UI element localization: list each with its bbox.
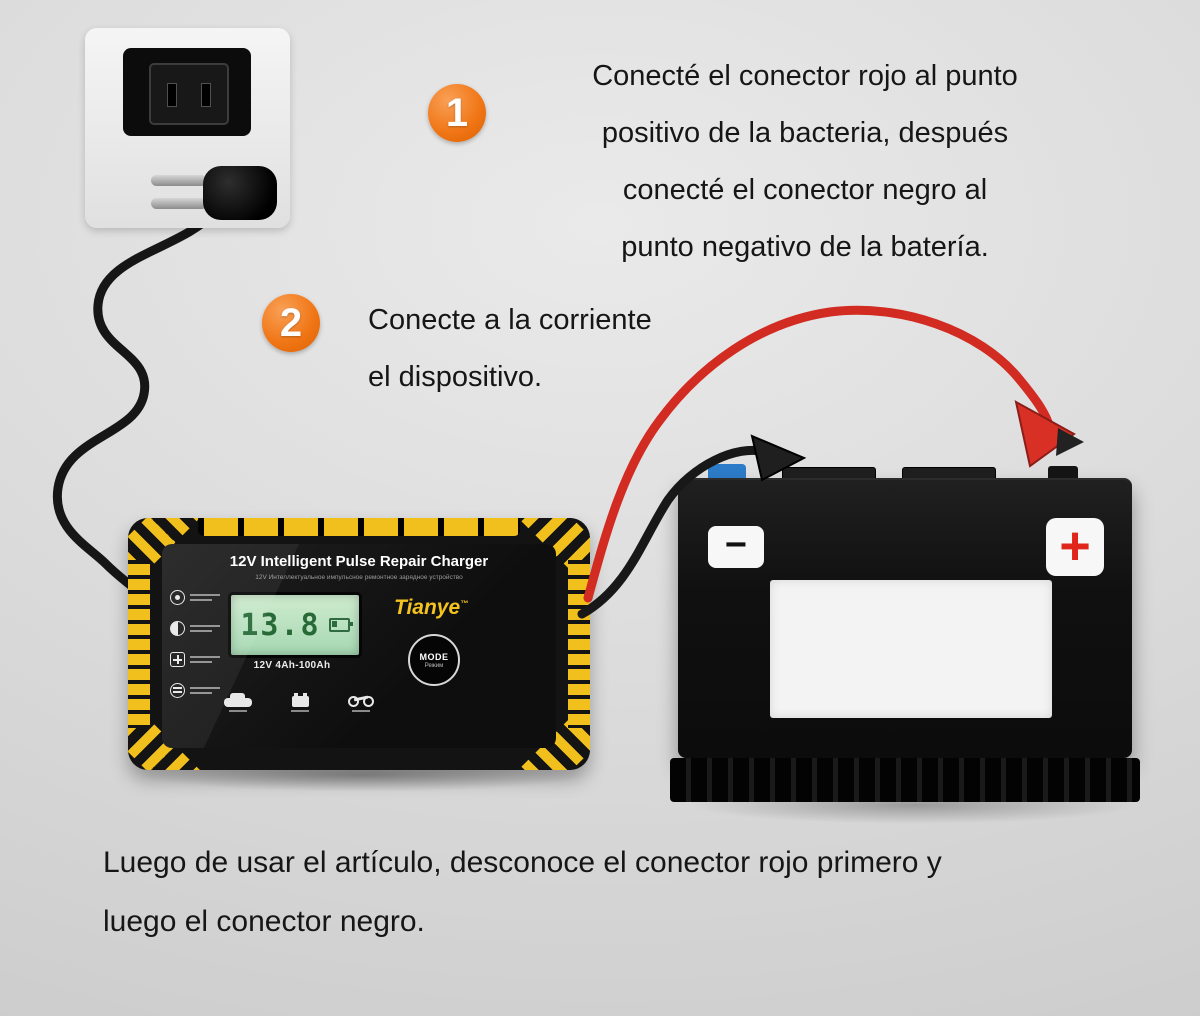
step-2-text: Conecte a la corriente el dispositivo. bbox=[368, 292, 652, 406]
text-line: Conecté el conector rojo al punto bbox=[592, 60, 1018, 92]
socket-slot-right bbox=[201, 83, 211, 107]
feature-row bbox=[170, 652, 226, 667]
battery-body: − + bbox=[678, 478, 1132, 758]
socket-face bbox=[149, 63, 229, 125]
lcd-battery-icon bbox=[328, 618, 353, 632]
socket-slot-left bbox=[167, 83, 177, 107]
mode-sublabel: Режим bbox=[424, 662, 444, 669]
step-2-number: 2 bbox=[279, 301, 303, 345]
feature-row bbox=[170, 621, 226, 636]
motorcycle-icon bbox=[348, 695, 374, 707]
text-line: Conecte a la corriente bbox=[368, 304, 652, 336]
brand-logo: Tianye™ bbox=[394, 596, 468, 620]
charger-title: 12V Intelligent Pulse Repair Charger bbox=[229, 553, 489, 570]
car-battery: − + bbox=[670, 464, 1140, 802]
feature-row bbox=[170, 590, 226, 605]
charger-subtitle: 12V Интеллектуальное импульсное ремонтно… bbox=[255, 574, 463, 581]
car-icon bbox=[224, 693, 252, 707]
text-line: conecté el conector negro al bbox=[622, 174, 988, 206]
footer-line: Luego de usar el artículo, desconoce el … bbox=[103, 846, 942, 879]
step-1-text: Conecté el conector rojo al punto positi… bbox=[500, 48, 1110, 276]
power-plug bbox=[203, 166, 277, 220]
side-grip-left bbox=[128, 560, 150, 728]
brand-tm: ™ bbox=[460, 599, 469, 608]
red-clip bbox=[1014, 400, 1076, 468]
text-line: positivo de la bacteria, después bbox=[601, 117, 1009, 149]
side-grip-right bbox=[568, 560, 590, 728]
text-line: punto negativo de la batería. bbox=[621, 231, 989, 263]
step-1-badge: 1 bbox=[428, 84, 486, 142]
footer-text: Luego de usar el artículo, desconoce el … bbox=[103, 833, 942, 951]
positive-badge: + bbox=[1046, 518, 1104, 576]
pulse-repair-icon bbox=[170, 590, 185, 605]
negative-badge: − bbox=[708, 526, 764, 568]
protection-icon bbox=[170, 652, 185, 667]
outlet-socket bbox=[123, 48, 251, 136]
lcd-voltage-value: 13.8 bbox=[240, 607, 321, 643]
charger-top-vents bbox=[198, 518, 520, 536]
plug-prong bbox=[151, 198, 207, 209]
mode-label: MODE bbox=[419, 651, 449, 662]
battery-charger: 12V Intelligent Pulse Repair Charger 12V… bbox=[128, 518, 590, 770]
battery-icon bbox=[291, 693, 309, 707]
battery-base bbox=[670, 758, 1140, 802]
mode-button: MODE Режим bbox=[408, 634, 460, 686]
battery-front-label bbox=[770, 580, 1052, 718]
charger-range-label: 12V 4Ah-100Ah bbox=[253, 660, 331, 671]
wall-outlet-plate bbox=[85, 28, 290, 228]
winter-summer-mode-icon bbox=[170, 621, 185, 636]
memory-function-icon bbox=[170, 683, 185, 698]
step-1-number: 1 bbox=[445, 91, 469, 135]
red-clip-tip bbox=[1056, 428, 1084, 456]
feature-icon-column bbox=[170, 590, 226, 714]
brand-name: Tianye bbox=[394, 596, 461, 619]
feature-row bbox=[170, 683, 226, 698]
charger-panel: 12V Intelligent Pulse Repair Charger 12V… bbox=[162, 544, 556, 748]
plug-prong bbox=[151, 175, 207, 186]
step-2-badge: 2 bbox=[262, 294, 320, 352]
vehicle-icon-row bbox=[224, 693, 374, 712]
text-line: el dispositivo. bbox=[368, 361, 543, 393]
lcd-display: 13.8 bbox=[228, 592, 362, 658]
footer-line: luego el conector negro. bbox=[103, 905, 425, 938]
